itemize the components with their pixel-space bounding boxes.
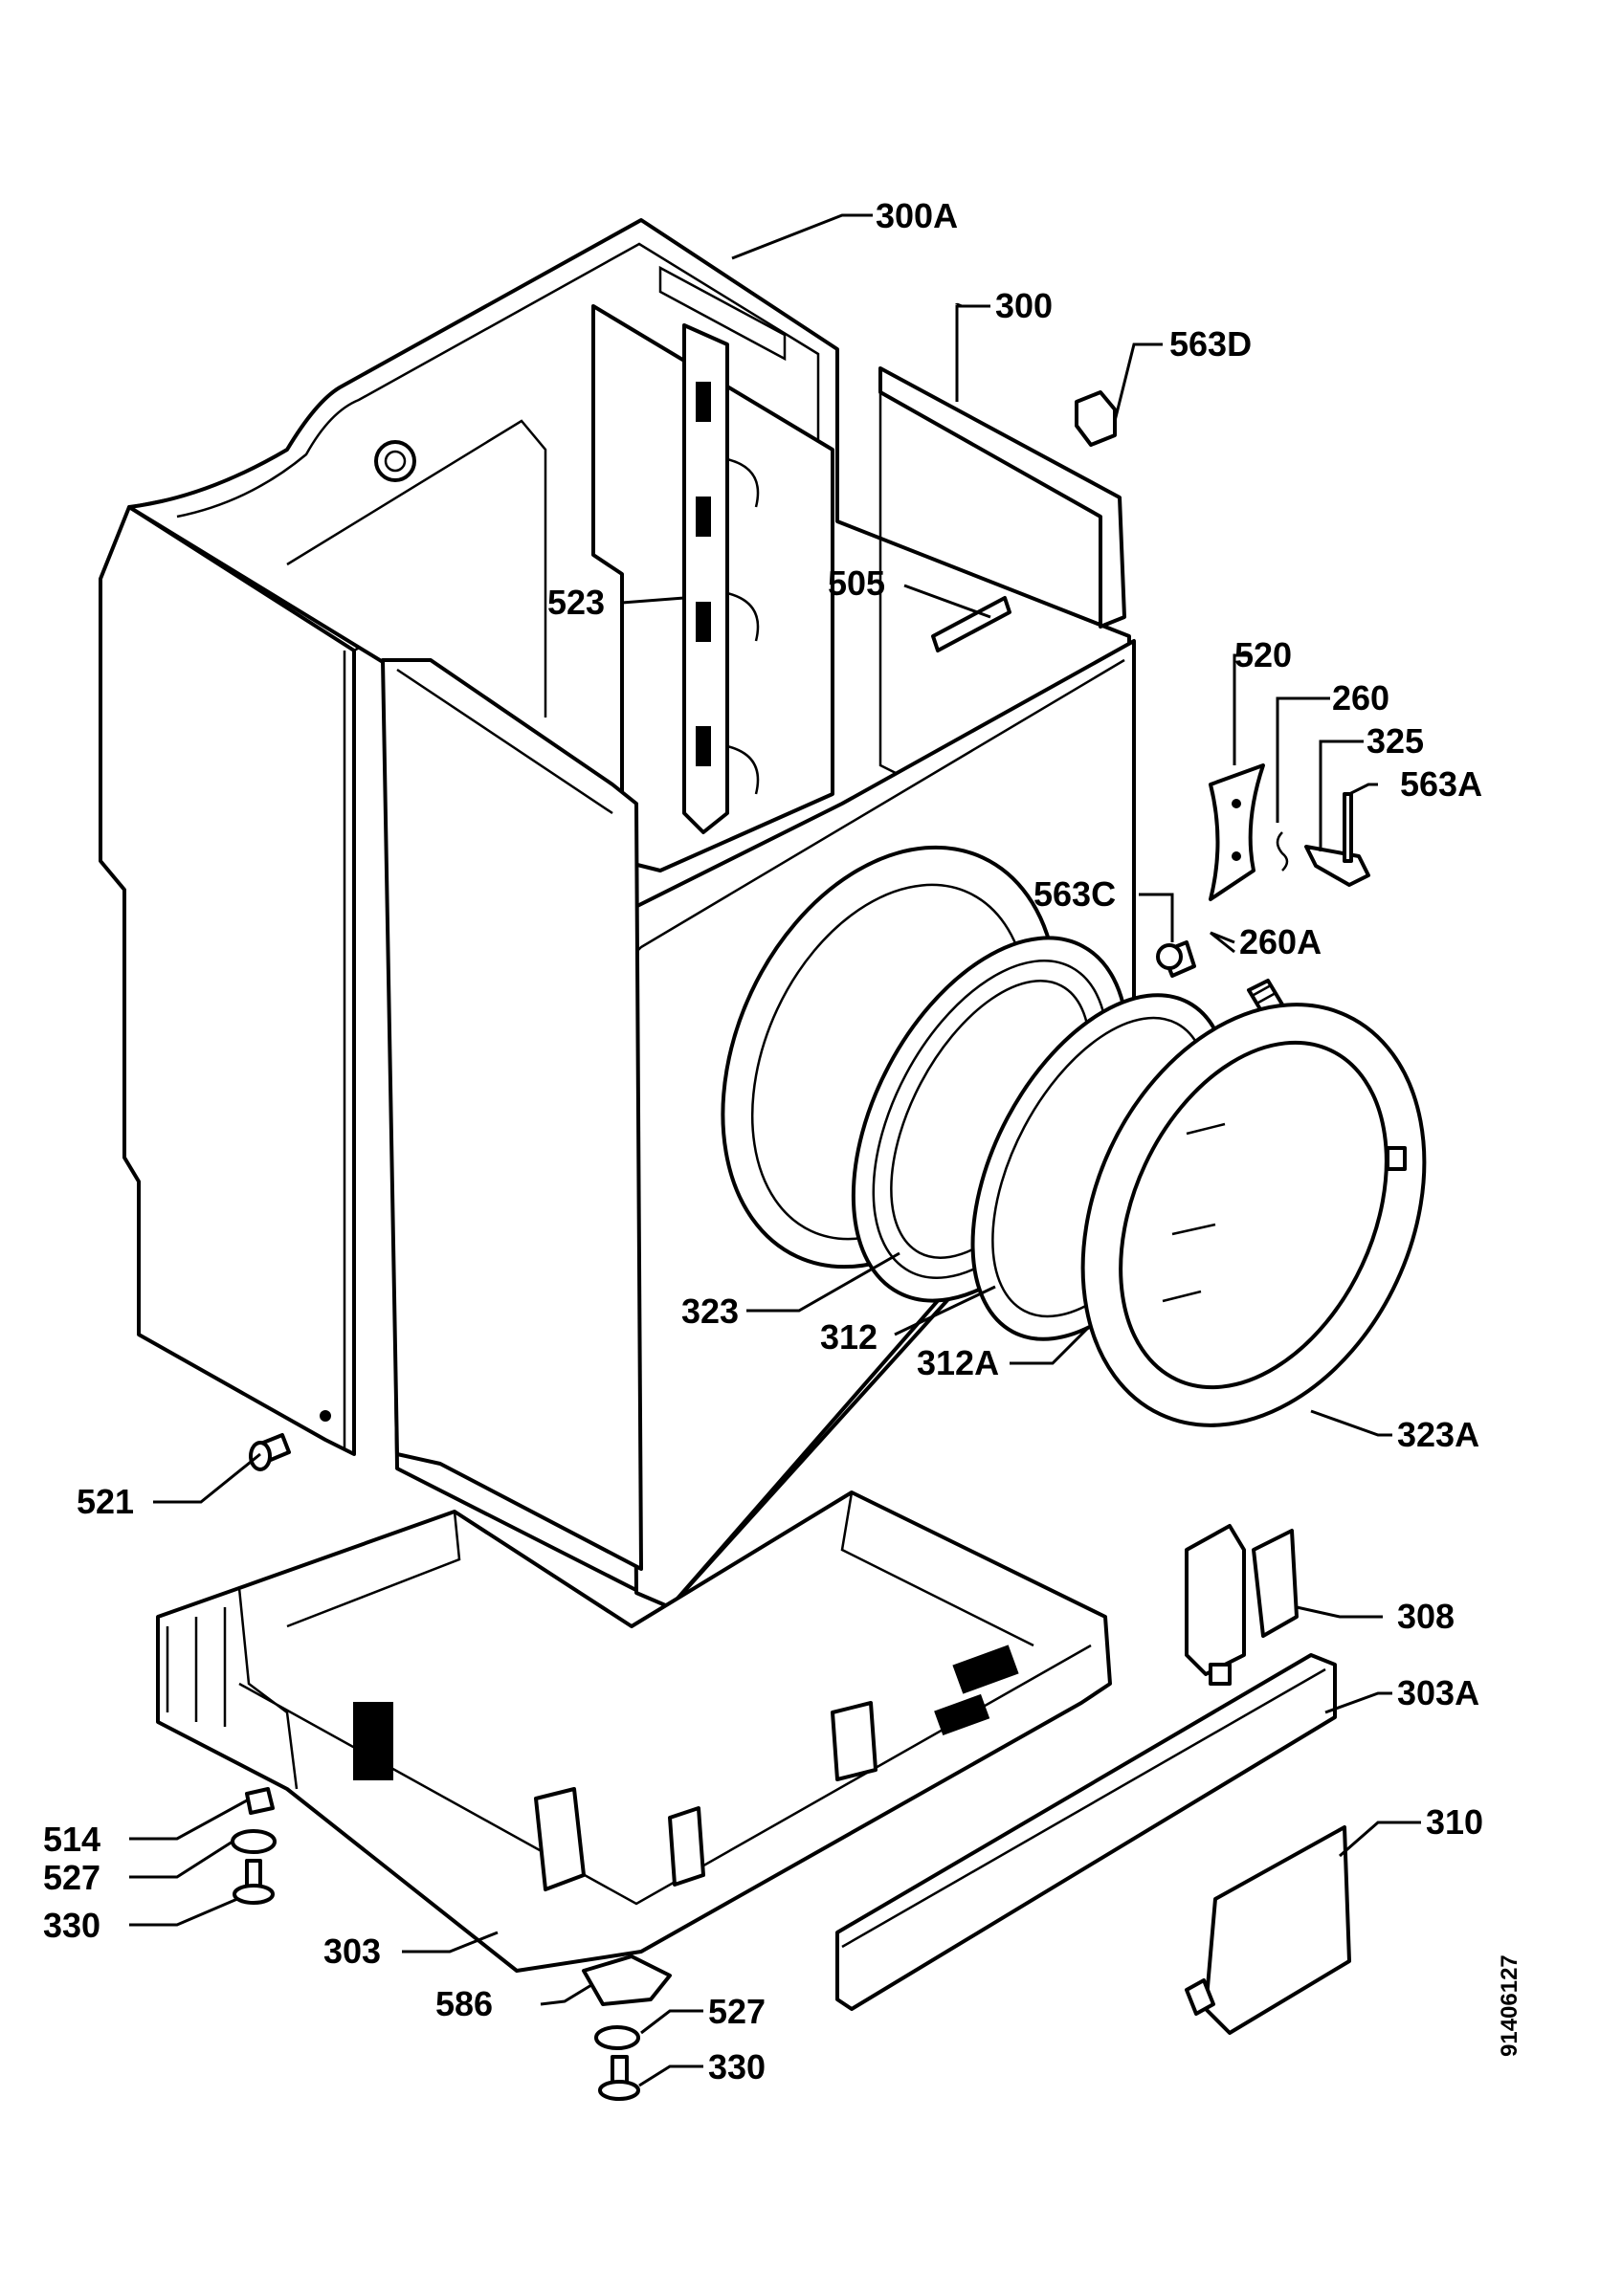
part-308-door-lock <box>1185 1524 1299 1686</box>
callout-586: 586 <box>435 1984 493 2023</box>
part-520-latch-plate <box>1209 763 1265 901</box>
callout-514: 514 <box>43 1820 100 1859</box>
part-521-screw <box>249 1433 291 1471</box>
callout-527-left: 527 <box>43 1858 100 1897</box>
callout-308: 308 <box>1397 1597 1455 1636</box>
callout-330-right: 330 <box>708 2047 766 2086</box>
callout-labels: 300A 300 563D 523 505 520 260 325 563A 5… <box>43 196 1483 2086</box>
part-330-foot-right <box>598 2055 640 2101</box>
part-310-service-flap <box>1185 1825 1351 2035</box>
part-505-rod <box>931 596 1011 652</box>
front-left-panel <box>381 658 643 1571</box>
callout-260a: 260A <box>1239 922 1322 961</box>
callout-310: 310 <box>1426 1802 1483 1842</box>
callout-520: 520 <box>1234 635 1292 674</box>
callout-330-left: 330 <box>43 1906 100 1945</box>
callout-323a: 323A <box>1397 1415 1479 1454</box>
callout-563a: 563A <box>1400 764 1482 804</box>
part-586-foot-bracket <box>582 1954 672 2006</box>
callout-325: 325 <box>1366 721 1424 761</box>
leader-lines <box>129 213 1421 2087</box>
callout-303: 303 <box>323 1932 381 1971</box>
part-325-lever <box>1304 845 1370 887</box>
part-260-spring <box>1276 831 1289 872</box>
part-303-base-frame <box>156 1490 1112 1973</box>
callout-323: 323 <box>681 1292 739 1331</box>
callout-523: 523 <box>547 583 605 622</box>
callout-527-right: 527 <box>708 1992 766 2031</box>
drawing-code: 91406127 <box>1497 1954 1522 2057</box>
callout-563d: 563D <box>1169 324 1252 364</box>
callout-505: 505 <box>828 563 885 603</box>
callout-260: 260 <box>1332 678 1389 718</box>
part-563c-screw <box>1156 940 1196 978</box>
callout-300a: 300A <box>876 196 958 235</box>
callout-300: 300 <box>995 286 1053 325</box>
callout-303a: 303A <box>1397 1673 1479 1712</box>
part-563d-clip <box>1075 390 1117 447</box>
callout-563c: 563C <box>1033 874 1116 914</box>
callout-312a: 312A <box>917 1343 999 1382</box>
left-side-panel <box>99 496 390 1456</box>
part-523-rail <box>682 323 760 834</box>
part-527-washer-left <box>231 1829 277 1854</box>
part-303a-plinth <box>835 1653 1337 2011</box>
part-527-washer-right <box>594 2025 640 2050</box>
part-330-foot-left <box>233 1859 275 1905</box>
part-514-nut <box>245 1787 275 1815</box>
callout-521: 521 <box>77 1482 134 1521</box>
part-563a-pin <box>1343 792 1353 863</box>
part-323a-outer-door-ring <box>1080 1003 1427 1427</box>
callout-312: 312 <box>820 1317 878 1357</box>
